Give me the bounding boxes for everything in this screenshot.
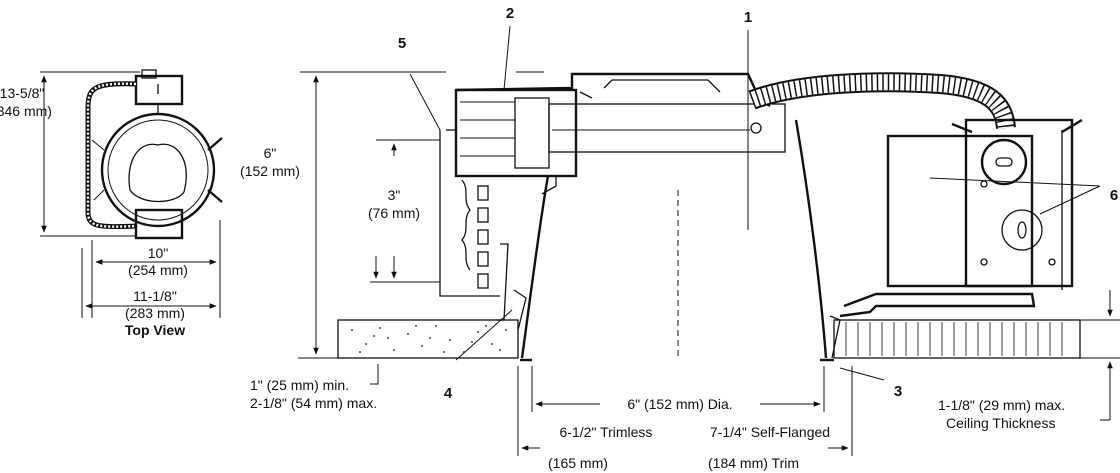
top-view-junction-box	[134, 74, 184, 106]
ceiling-thickness-label: Ceiling Thickness	[946, 415, 1055, 431]
callout-leaders	[409, 25, 1101, 381]
callout-2: 2	[506, 5, 514, 22]
trimless-width-mm: (165 mm)	[548, 455, 608, 471]
ceiling-right	[833, 319, 1081, 359]
top-view-drawing	[85, 69, 223, 240]
top-view-outer-width-mm: (283 mm)	[125, 305, 185, 321]
side-inner-height-mm: (76 mm)	[368, 205, 420, 221]
top-view-height-in: 13-5/8"	[0, 85, 44, 101]
ceiling-min: 1" (25 mm) min.	[250, 377, 349, 393]
top-view-height-mm: (346 mm)	[0, 103, 52, 119]
knockout-bottom	[1001, 209, 1043, 251]
knockout-top	[980, 138, 1028, 186]
flanged-width-in: 7-1/4" Self-Flanged	[710, 424, 830, 440]
side-view-dimensions	[298, 71, 1120, 456]
flanged-width-mm: (184 mm) Trim	[708, 455, 799, 471]
aperture-diameter: 6" (152 mm) Dia.	[627, 396, 732, 412]
ceiling-max: 2-1/8" (54 mm) max.	[250, 395, 377, 411]
side-height-in: 6"	[264, 145, 277, 161]
trimless-width-in: 6-1/2" Trimless	[560, 424, 653, 440]
callout-6: 6	[1110, 187, 1118, 204]
side-inner-height-in: 3"	[388, 187, 401, 203]
top-view-inner-width-mm: (254 mm)	[128, 262, 188, 278]
callout-5: 5	[398, 35, 406, 52]
callout-4: 4	[444, 385, 453, 402]
fixture-housing	[455, 72, 834, 362]
callout-1: 1	[744, 9, 752, 26]
ceiling-thickness-max: 1-1/8" (29 mm) max.	[938, 397, 1065, 413]
top-view-outer-width-in: 11-1/8"	[133, 288, 177, 304]
junction-box	[886, 118, 1083, 290]
mounting-bar	[829, 292, 1036, 359]
callout-3: 3	[894, 383, 902, 400]
ceiling-left	[337, 319, 519, 359]
lamp-socket-assembly	[454, 88, 786, 195]
flex-conduit	[748, 72, 1016, 130]
top-view-dimensions	[40, 71, 221, 318]
top-view-inner-width-in: 10"	[148, 245, 169, 261]
side-height-mm: (152 mm)	[240, 163, 300, 179]
top-view-title: Top View	[125, 322, 185, 338]
mounting-bracket-left	[439, 129, 527, 331]
